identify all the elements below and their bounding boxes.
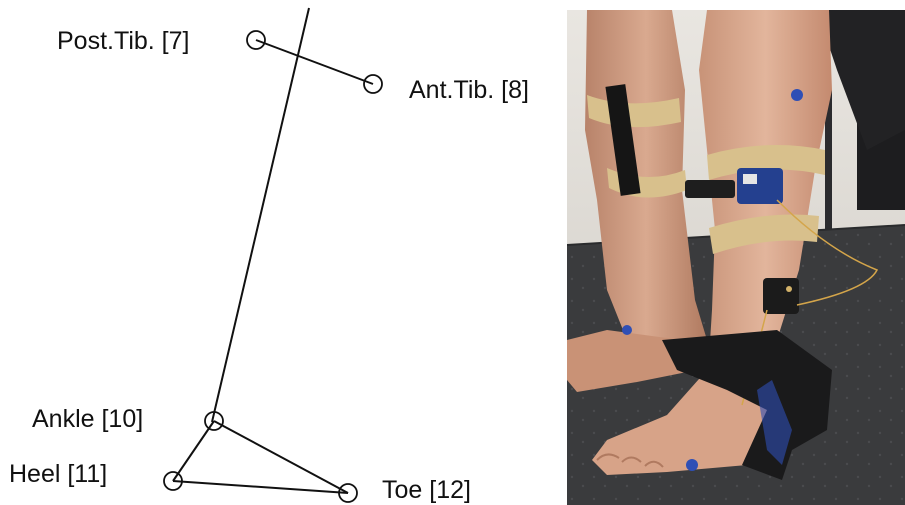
ankle-label: Ankle [10] xyxy=(32,405,143,433)
heel-toe-line xyxy=(173,481,348,493)
ankle-heel-line xyxy=(173,421,214,481)
toe-label: Toe [12] xyxy=(382,476,471,504)
ant-tib-label: Ant.Tib. [8] xyxy=(409,76,529,104)
tibia-cross-line xyxy=(256,40,373,84)
heel-label: Heel [11] xyxy=(9,460,107,488)
leg-with-sensors-photo xyxy=(567,10,905,505)
post-tib-label: Post.Tib. [7] xyxy=(57,27,189,55)
shank-line xyxy=(212,8,309,422)
ankle-toe-line xyxy=(214,421,348,493)
